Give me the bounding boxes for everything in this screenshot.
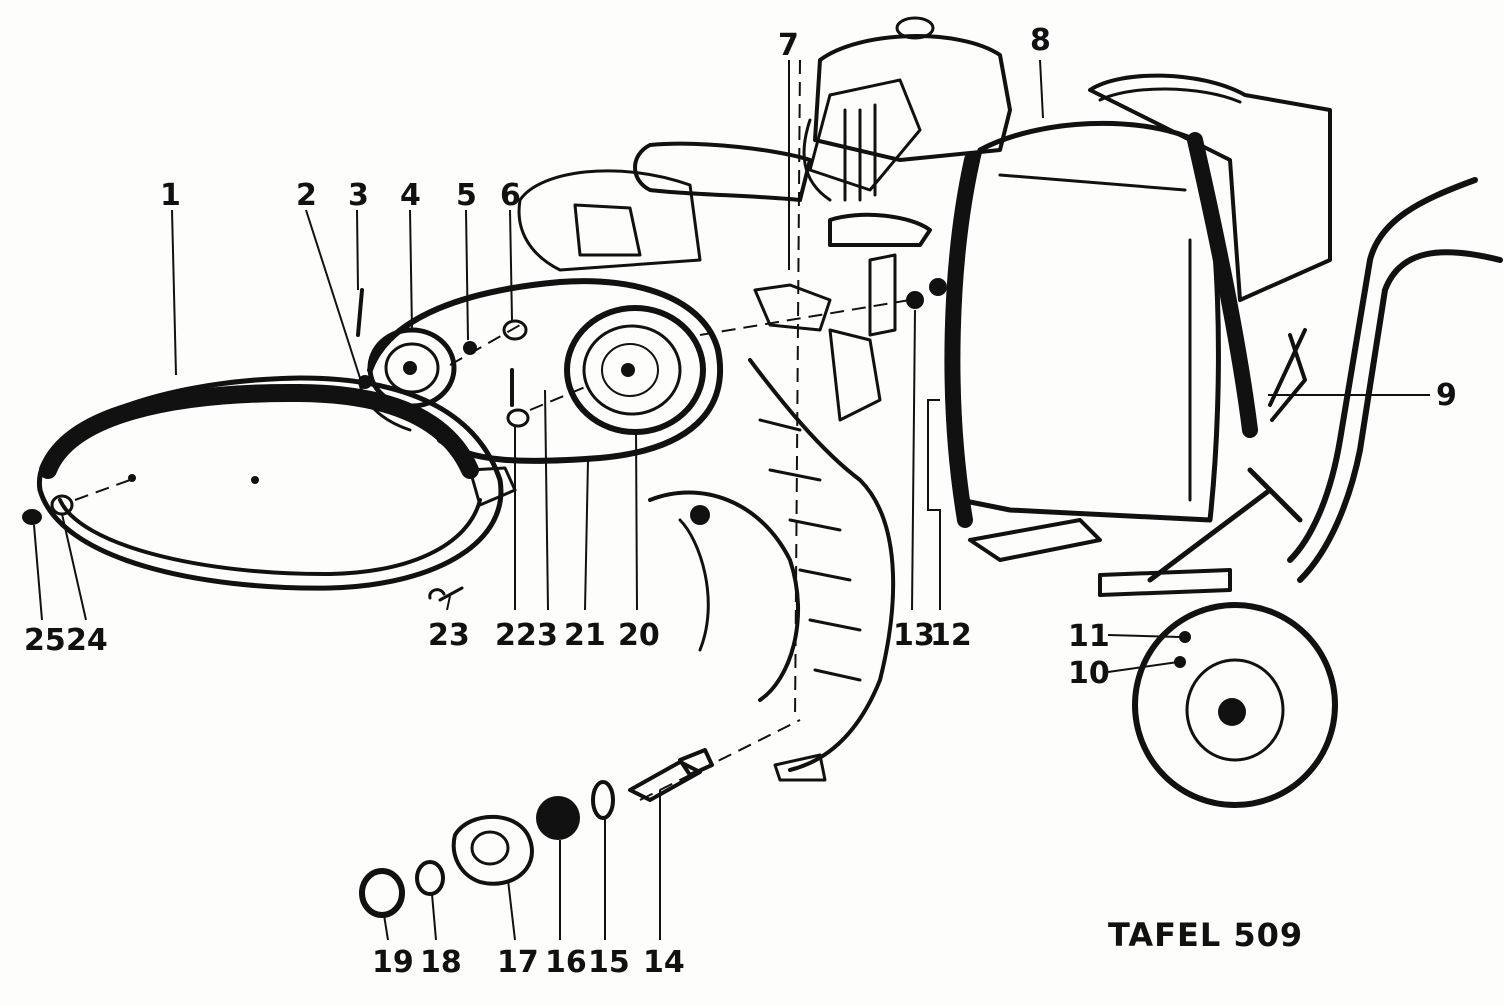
circlip-part-15	[591, 780, 615, 820]
callout-7: 7	[778, 28, 799, 63]
callout-24: 24	[66, 623, 108, 658]
catcher-bag-part-8	[944, 73, 1332, 562]
callout-17: 17	[497, 945, 539, 980]
callout-8: 8	[1030, 23, 1051, 58]
hub-part-17	[451, 814, 534, 886]
callout-11: 11	[1068, 619, 1110, 654]
large-pulley-part-20	[564, 305, 706, 435]
shaft-part-14	[628, 748, 714, 802]
callout-18: 18	[420, 945, 462, 980]
callout-20: 20	[618, 618, 660, 653]
plate-label: TAFEL 509	[1108, 916, 1303, 954]
callout-10: 10	[1068, 656, 1110, 691]
callout-25: 25	[24, 623, 66, 658]
callout-22: 22	[495, 618, 537, 653]
callout-13: 13	[893, 618, 935, 653]
bearing-part-16	[536, 796, 580, 840]
callout-4: 4	[400, 178, 421, 213]
hardware-nuts-washers	[22, 288, 530, 602]
callout-labels: 1 2 3 4 5 6 7 8 9 10 11 12 13 14 15 16 1…	[24, 23, 1457, 980]
callout-16: 16	[545, 945, 587, 980]
callout-2: 2	[296, 178, 317, 213]
handle-frame	[1098, 177, 1503, 597]
callout-6: 6	[500, 178, 521, 213]
support-wheel-part-10	[1132, 602, 1338, 808]
leader-lines	[33, 59, 1430, 941]
callout-19: 19	[372, 945, 414, 980]
callout-3-top: 3	[348, 178, 369, 213]
callout-5: 5	[456, 178, 477, 213]
assembly-lines	[74, 59, 911, 801]
callout-9: 9	[1436, 378, 1457, 413]
callout-23: 23	[428, 618, 470, 653]
engine-assembly	[517, 16, 1012, 337]
callout-3-bottom: 3	[537, 618, 558, 653]
seal-part-19	[359, 868, 405, 918]
washer-part-18	[415, 860, 445, 896]
callout-15: 15	[588, 945, 630, 980]
callout-1: 1	[160, 178, 181, 213]
belt-cover-part-1	[36, 375, 517, 591]
callout-12: 12	[930, 618, 972, 653]
callout-14: 14	[643, 945, 685, 980]
callout-21: 21	[564, 618, 606, 653]
tiller-wheel-tines	[648, 328, 896, 782]
